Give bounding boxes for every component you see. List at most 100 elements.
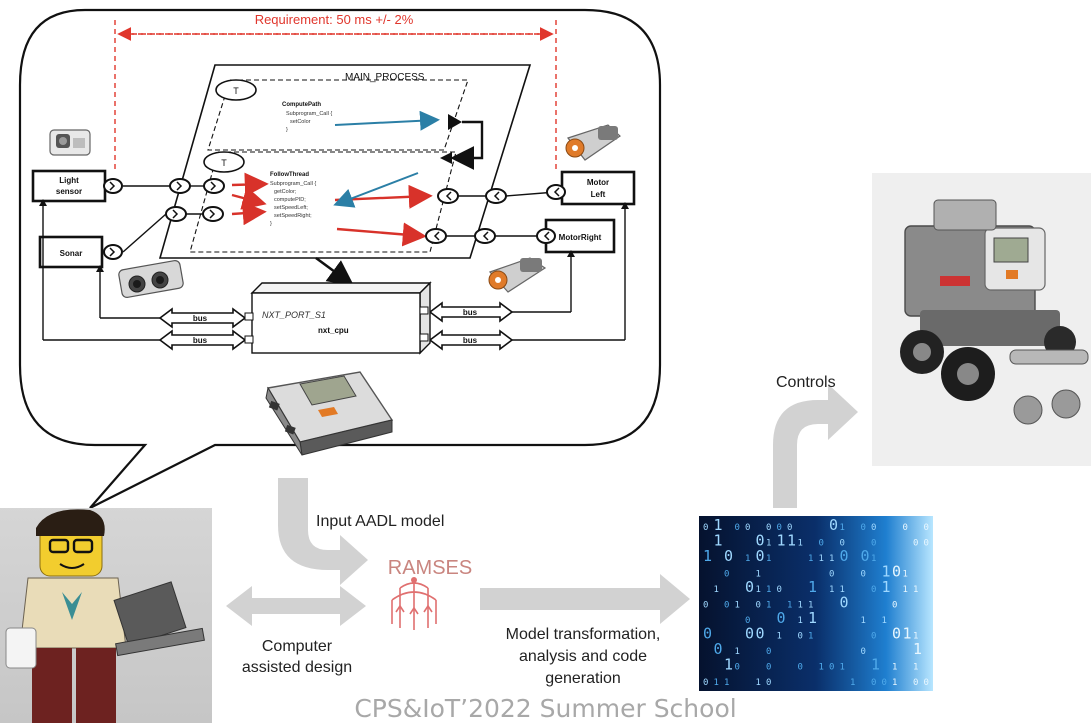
binary-digit: 1 (756, 570, 761, 580)
transform-label-1: Model transformation, (506, 626, 661, 643)
binary-digit: 0 (892, 563, 901, 581)
binary-digit: 1 (808, 554, 813, 564)
binary-digit: 0 (703, 625, 712, 643)
binary-digit: 1 (808, 632, 813, 642)
thread2-line-3: computePID; (274, 197, 306, 203)
binary-digit: 0 (819, 539, 824, 549)
processor-nxt-cpu: NXT_PORT_S1 nxt_cpu (244, 281, 432, 355)
binary-digit: 1 (850, 678, 855, 688)
binary-digit: 1 (829, 554, 834, 564)
binary-digit: 1 (882, 616, 887, 626)
binary-digit: 0 (829, 663, 834, 673)
binary-digit: 1 (913, 640, 922, 658)
thread2-name: FollowThread (270, 172, 309, 178)
binary-digit: 0 (924, 678, 929, 688)
binary-digit: 0 (787, 523, 792, 533)
binary-digit: 0 (840, 547, 849, 565)
binary-digit: 1 (735, 647, 740, 657)
bus-connectors (158, 301, 514, 351)
sonar-label: Sonar (60, 249, 83, 258)
binary-digit: 1 (840, 663, 845, 673)
ramses-label: RAMSES (388, 557, 472, 579)
binary-digit: 0 (745, 625, 754, 643)
footer-caption: CPS&IoT’2022 Summer School (354, 694, 737, 723)
motor-icon-right (488, 257, 547, 293)
binary-digit: 0 (798, 663, 803, 673)
binary-digit: 1 (819, 554, 824, 564)
light-sensor-icon (49, 129, 91, 156)
processor-name: nxt_cpu (318, 326, 349, 335)
input-model-arrow (278, 478, 368, 585)
binary-digit: 0 (892, 625, 901, 643)
thread2-in-flow-3 (231, 201, 267, 226)
binary-digit: 0 (745, 616, 750, 626)
requirement-label: Requirement: 50 ms +/- 2% (255, 12, 414, 27)
thread2-in-flow-1 (231, 172, 269, 197)
binary-digit: 1 (714, 532, 723, 550)
binary-digit: 0 (903, 523, 908, 533)
binary-digit: 1 (798, 539, 803, 549)
binary-digit: 0 (756, 601, 761, 611)
ramses-logo-icon: RAMSES (388, 557, 472, 630)
binary-digit: 0 (861, 547, 870, 565)
motor-left-label-2: Left (591, 190, 606, 199)
binary-digit: 0 (777, 609, 786, 627)
binary-digit: 1 (714, 585, 719, 595)
binary-digit: 0 (892, 601, 897, 611)
binary-digit: 0 (766, 523, 771, 533)
main-process-label: MAIN_PROCESS (345, 72, 425, 83)
controls-arrow (773, 384, 858, 508)
timing-requirement: Requirement: 50 ms +/- 2% (114, 12, 557, 170)
binary-digit: 1 (840, 523, 845, 533)
binary-digit: 0 (913, 539, 918, 549)
design-double-arrow (226, 586, 366, 626)
binary-digit: 1 (840, 585, 845, 595)
binary-digit: 1 (756, 585, 761, 595)
thread1-badge: T (233, 86, 239, 96)
binding-arrow (315, 256, 355, 287)
binary-digit: 0 (871, 678, 876, 688)
binary-digit: 0 (777, 523, 782, 533)
binary-digit: 1 (882, 578, 891, 596)
binary-digit: 0 (777, 585, 782, 595)
binary-digit: 0 (861, 523, 866, 533)
design-label-2: assisted design (242, 659, 352, 676)
binary-digit: 1 (766, 601, 771, 611)
motor-right-label: MotorRight (559, 233, 602, 242)
binary-digit: 0 (714, 640, 723, 658)
thread1-line-1: Subprogram_Call { (286, 111, 332, 117)
binary-digit: 0 (766, 663, 771, 673)
motor-icon (565, 124, 621, 161)
binary-digit: 0 (703, 601, 708, 611)
processor-port-label: NXT_PORT_S1 (262, 310, 326, 320)
transformation-arrow (480, 574, 690, 624)
binary-digit: 1 (892, 663, 897, 673)
binary-digit: 0 (829, 516, 838, 534)
thread2-out-flow-right (336, 222, 427, 247)
binary-digit: 1 (766, 585, 771, 595)
binary-digit: 0 (861, 647, 866, 657)
binary-digit: 0 (840, 539, 845, 549)
binary-digit: 1 (829, 585, 834, 595)
binary-digit: 1 (766, 554, 771, 564)
binary-digit: 1 (882, 563, 891, 581)
lego-designer-figure (0, 508, 212, 723)
binary-digit: 0 (871, 585, 876, 595)
binary-digit: 1 (892, 678, 897, 688)
binary-digit: 0 (840, 594, 849, 612)
thread1-line-2: setColor (290, 119, 311, 125)
binary-digit: 0 (724, 570, 729, 580)
binary-digit: 1 (787, 532, 796, 550)
binary-digit: 0 (756, 532, 765, 550)
binary-digit: 1 (777, 532, 786, 550)
binary-digit: 0 (829, 570, 834, 580)
sonar-device: Sonar (38, 235, 123, 269)
binary-digit: 1 (861, 616, 866, 626)
light-sensor-device: Light sensor (31, 169, 123, 203)
binary-digit: 0 (756, 625, 765, 643)
thread2-badge: T (221, 158, 227, 168)
thread2-blue-flow (333, 172, 419, 208)
motor-left-label-1: Motor (587, 178, 609, 187)
thread2-line-5: setSpeedRight; (274, 213, 312, 219)
